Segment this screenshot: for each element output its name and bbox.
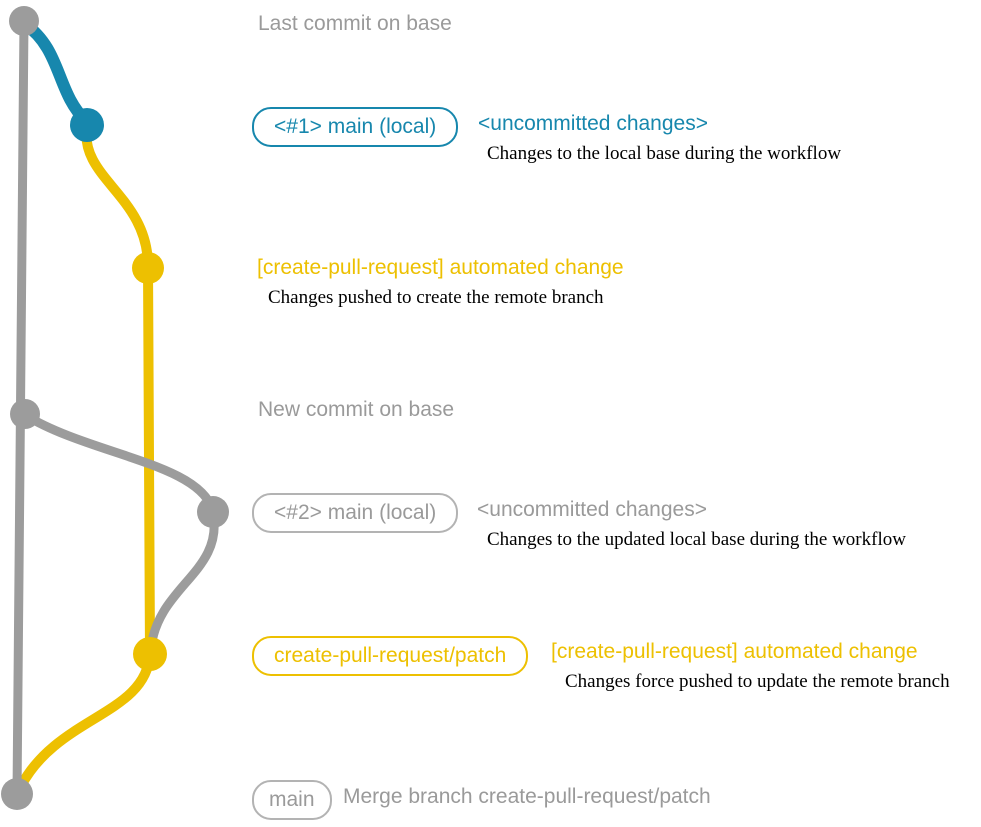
desc-local-base-changes: Changes to the local base during the wor…: [487, 143, 842, 164]
desc-updated-local-base-changes: Changes to the updated local base during…: [487, 529, 906, 550]
badge-main: main: [252, 780, 332, 820]
badge-main-local-1: <#1> main (local): [252, 107, 459, 147]
badge-main-local-2: <#2> main (local): [252, 493, 459, 533]
label-uncommitted-changes-2: <uncommitted changes>: [477, 498, 707, 521]
label-new-commit-on-base: New commit on base: [258, 398, 455, 421]
rebase-line-2: [146, 508, 219, 653]
label-uncommitted-changes-1: <uncommitted changes>: [478, 112, 708, 135]
label-automated-change-1: [create-pull-request] automated change: [257, 256, 624, 279]
commit-node-local-2: [197, 496, 229, 528]
badge-create-pull-request-patch: create-pull-request/patch: [252, 636, 529, 676]
commit-node-local-1: [70, 108, 104, 142]
rebase-line-1: [20, 410, 218, 516]
local-main-branch-line: [19, 18, 92, 127]
patch-branch-line: [81, 122, 155, 659]
commit-node-merge: [1, 778, 33, 810]
commit-node-base-tip: [9, 6, 39, 36]
label-automated-change-2: [create-pull-request] automated change: [551, 640, 918, 663]
commit-node-patch-1: [132, 252, 164, 284]
commit-node-patch-2: [133, 637, 167, 671]
label-merge-branch: Merge branch create-pull-request/patch: [343, 785, 711, 808]
desc-pushed-create-branch: Changes pushed to create the remote bran…: [268, 287, 604, 308]
commit-graph: [1, 6, 229, 810]
desc-force-pushed-update-branch: Changes force pushed to update the remot…: [565, 671, 950, 692]
patch-merge-line: [16, 649, 155, 791]
commit-node-base-new: [10, 399, 40, 429]
label-last-commit-on-base: Last commit on base: [258, 12, 452, 35]
